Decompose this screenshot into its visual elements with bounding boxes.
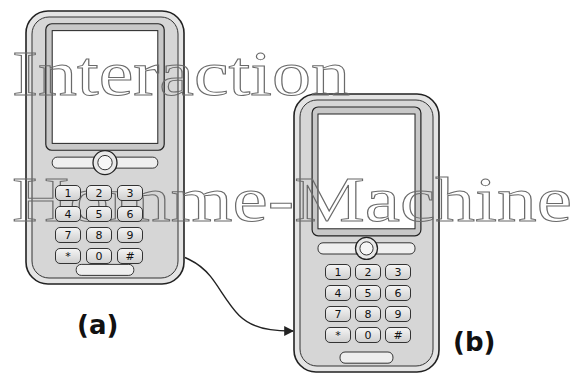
keypad-key: 3 [385,264,411,280]
figure-label: (a) [77,312,118,338]
key-number: 5 [365,288,372,299]
keypad-key: 4 [325,285,351,301]
key-number: 6 [395,288,402,299]
speaker-slot [340,352,393,363]
keypad-key: 1 [325,264,351,280]
key-number: 8 [365,309,372,320]
phone-face [300,100,433,366]
key-number: 3 [395,267,402,278]
keypad-key: 9 [117,227,143,243]
key-number: 1 [335,267,342,278]
key-number: 5 [96,209,103,220]
keypad-key: # [385,327,411,343]
keypad-key: 8 [86,227,112,243]
key-number: 7 [65,230,72,241]
key-number: * [65,251,71,262]
key-number: 7 [335,309,342,320]
keypad-key: 6 [385,285,411,301]
keypad-key: 0 [86,248,112,264]
keypad-key: 0 [355,327,381,343]
key-number: 6 [127,209,134,220]
keypad-key: 5 [86,206,112,222]
phone-body: (b)123456789*0# [293,93,440,373]
keypad-key: 7 [325,306,351,322]
key-number: 0 [96,251,103,262]
keypad-key: 4 [55,206,81,222]
keypad-key: * [55,248,81,264]
keypad-key: 8 [355,306,381,322]
watermark-word: Interaction [12,42,350,106]
key-number: 2 [96,188,103,199]
key-number: 3 [127,188,134,199]
key-number: 4 [65,209,72,220]
keypad-key: 2 [86,185,112,201]
key-number: # [393,330,402,341]
keypad-key: * [325,327,351,343]
keypad-key: 1 [55,185,81,201]
key-number: 1 [65,188,72,199]
keypad-key: # [117,248,143,264]
transition-arrow [185,258,293,332]
keypad-key: 5 [355,285,381,301]
keypad-key: 2 [355,264,381,280]
figure-label: (b) [453,329,495,355]
phone-shell [294,94,439,372]
key-number: 8 [96,230,103,241]
keypad-key: 7 [55,227,81,243]
key-number: 4 [335,288,342,299]
speaker-slot [76,264,134,275]
nav-button-inner [360,242,373,255]
nav-button [355,237,377,259]
key-number: 9 [395,309,402,320]
keypad-key: 3 [117,185,143,201]
key-number: # [125,251,134,262]
key-number: * [335,330,341,341]
key-number: 2 [365,267,372,278]
keypad-key: 6 [117,206,143,222]
keypad-key: 9 [385,306,411,322]
key-number: 0 [365,330,372,341]
key-number: 9 [127,230,134,241]
